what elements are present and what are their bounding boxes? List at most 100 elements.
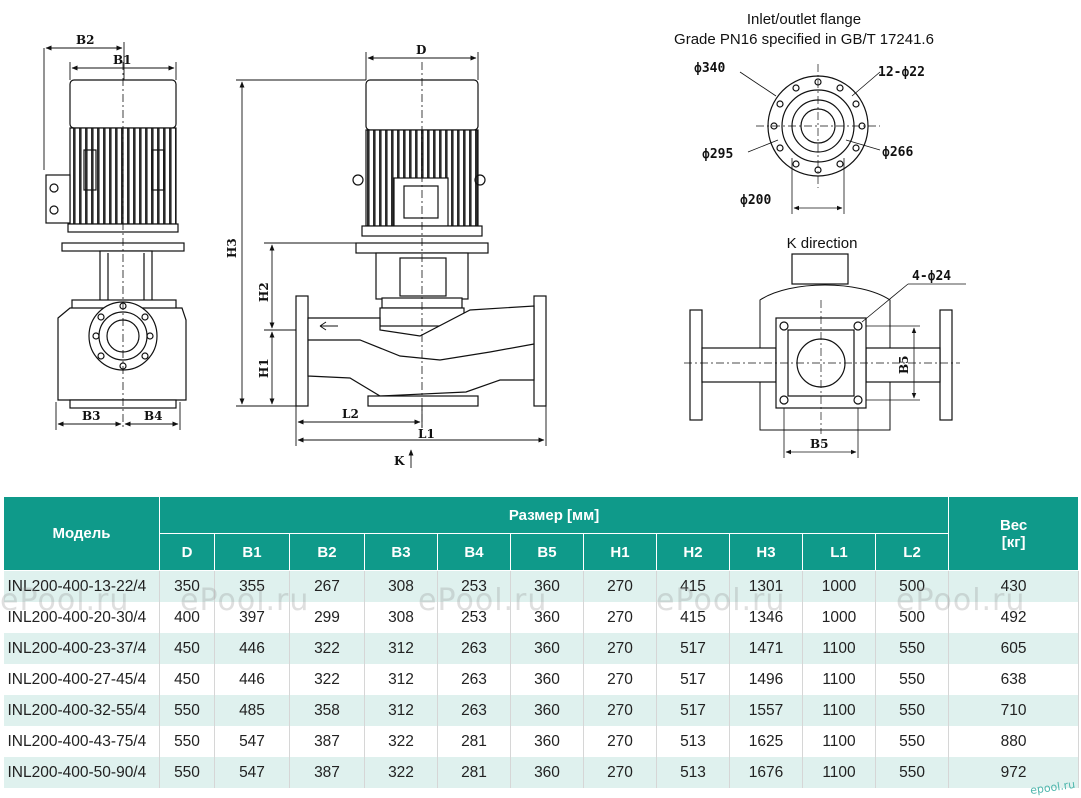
- size-header: Размер [мм]: [158, 496, 950, 534]
- column-header-b5: B5: [510, 533, 584, 571]
- technical-drawing: B2 B1 B3 B4 D H3 H2 H1 L2 L1 K Inlet/out…: [43, 11, 966, 468]
- cell-l1: 1100: [802, 695, 876, 726]
- column-header-h2: H2: [656, 533, 730, 571]
- cell-b1: 547: [214, 757, 290, 788]
- watermark: ePool.ru: [656, 583, 786, 618]
- cell-b1: 446: [214, 633, 290, 664]
- column-header-l2: L2: [874, 533, 950, 571]
- front-view-dimensions: [236, 52, 547, 468]
- cell-h3: 1346: [729, 602, 803, 633]
- cell-d: 400: [159, 602, 215, 633]
- column-header-d: D: [159, 533, 215, 571]
- flange-dim-raised-face: ф266: [882, 145, 913, 160]
- flange-view: [756, 64, 880, 188]
- cell-l1: 1100: [802, 726, 876, 757]
- cell-h3: 1676: [729, 757, 803, 788]
- cell-l2: 550: [875, 664, 950, 695]
- model-cell: INL200-400-43-75/4: [3, 726, 160, 757]
- weight-cell: 430: [948, 570, 1080, 602]
- cell-h1: 270: [583, 570, 657, 602]
- cell-h1: 270: [583, 602, 657, 633]
- column-header-l1: L1: [802, 533, 876, 571]
- cell-l2: 550: [875, 633, 950, 664]
- weight-cell: 492: [948, 602, 1080, 633]
- weight-cell: 880: [948, 726, 1080, 757]
- dim-label-b5: B5: [810, 437, 829, 451]
- cell-b3: 312: [364, 664, 438, 695]
- cell-b5: 360: [510, 757, 584, 788]
- cell-b4: 281: [437, 726, 511, 757]
- model-cell: INL200-400-23-37/4: [3, 633, 160, 664]
- dim-label-h2: H2: [257, 282, 271, 302]
- column-header-h3: H3: [729, 533, 803, 571]
- dim-label-b5-vertical: B5: [897, 356, 911, 375]
- cell-b2: 322: [289, 664, 365, 695]
- cell-b1: 547: [214, 726, 290, 757]
- cell-h1: 270: [583, 726, 657, 757]
- cell-d: 550: [159, 757, 215, 788]
- model-cell: INL200-400-13-22/4: [3, 570, 160, 602]
- cell-l2: 500: [875, 602, 950, 633]
- cell-b2: 299: [289, 602, 365, 633]
- flange-title-line2: Grade PN16 specified in GB/T 17241.6: [674, 31, 934, 48]
- weight-cell: 638: [948, 664, 1080, 695]
- model-header: Модель: [3, 496, 160, 571]
- side-view: [45, 62, 187, 430]
- cell-b4: 263: [437, 664, 511, 695]
- cell-d: 550: [159, 726, 215, 757]
- cell-h1: 270: [583, 757, 657, 788]
- cell-b3: 322: [364, 726, 438, 757]
- cell-l2: 550: [875, 726, 950, 757]
- cell-b1: 485: [214, 695, 290, 726]
- dim-label-d: D: [416, 43, 426, 57]
- cell-b4: 263: [437, 695, 511, 726]
- dim-label-b2: B2: [76, 33, 95, 47]
- cell-b5: 360: [510, 664, 584, 695]
- cell-h2: 415: [656, 570, 730, 602]
- k-arrow-label: K: [394, 454, 405, 468]
- cell-b4: 281: [437, 757, 511, 788]
- base-holes-label: 4-ф24: [912, 269, 951, 284]
- side-view-dimensions: [43, 42, 181, 430]
- dim-label-h1: H1: [257, 358, 271, 378]
- cell-h3: 1557: [729, 695, 803, 726]
- cell-h1: 270: [583, 664, 657, 695]
- cell-h2: 513: [656, 726, 730, 757]
- dim-label-b3: B3: [82, 409, 101, 423]
- cell-h3: 1625: [729, 726, 803, 757]
- cell-h2: 517: [656, 633, 730, 664]
- weight-header-unit: [кг]: [1001, 533, 1026, 551]
- cell-b1: 397: [214, 602, 290, 633]
- flange-dim-bolts: 12-ф22: [878, 65, 925, 80]
- cell-b2: 358: [289, 695, 365, 726]
- watermark: ePool.ru: [0, 583, 130, 618]
- cell-l2: 500: [875, 570, 950, 602]
- cell-l1: 1000: [802, 602, 876, 633]
- cell-b3: 312: [364, 633, 438, 664]
- weight-cell: 972: [948, 757, 1080, 788]
- cell-b3: 322: [364, 757, 438, 788]
- cell-b2: 322: [289, 633, 365, 664]
- cell-l1: 1100: [802, 633, 876, 664]
- cell-d: 450: [159, 664, 215, 695]
- flange-dim-outer: ф340: [694, 61, 725, 76]
- model-cell: INL200-400-27-45/4: [3, 664, 160, 695]
- column-header-b1: B1: [214, 533, 290, 571]
- cell-b2: 387: [289, 726, 365, 757]
- cell-b3: 308: [364, 602, 438, 633]
- watermark: ePool.ru: [896, 583, 1026, 618]
- cell-b2: 267: [289, 570, 365, 602]
- cell-b3: 312: [364, 695, 438, 726]
- cell-l2: 550: [875, 695, 950, 726]
- cell-l1: 1100: [802, 757, 876, 788]
- cell-h2: 517: [656, 664, 730, 695]
- weight-header: Вес [кг]: [948, 496, 1080, 571]
- flange-title-line1: Inlet/outlet flange: [747, 11, 861, 28]
- cell-l1: 1000: [802, 570, 876, 602]
